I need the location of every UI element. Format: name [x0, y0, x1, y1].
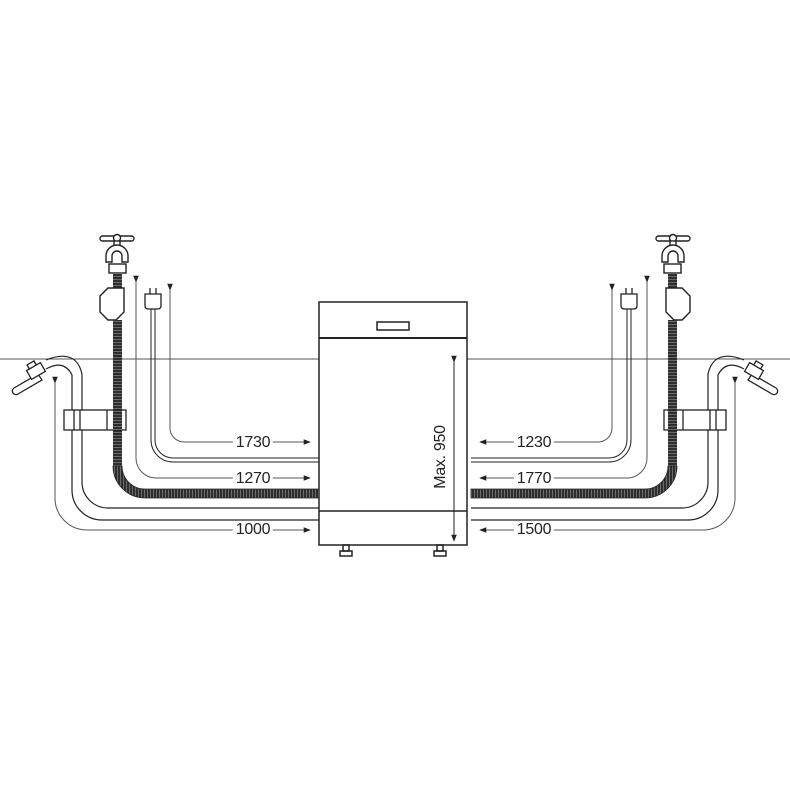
right-inlet-hose-length: 1770	[513, 471, 555, 487]
inlet-hose-right	[668, 273, 677, 293]
foot-right	[436, 544, 444, 552]
water-tap-right-icon	[655, 233, 691, 274]
aquastop-valve-right	[665, 287, 691, 321]
dimension-lines-right	[479, 275, 738, 533]
aquastop-valve-left	[99, 287, 125, 321]
dishwasher-body	[318, 301, 468, 557]
left-power-cable-length: 1730	[232, 435, 274, 451]
max-height-label: Max. 950	[432, 425, 449, 489]
power-plug-right-icon	[620, 288, 638, 310]
drain-nozzle-left-icon	[11, 360, 47, 396]
water-tap-left-icon	[99, 233, 135, 274]
power-plug-left-icon	[144, 288, 162, 310]
right-drain-hose-length: 1500	[513, 522, 555, 538]
inlet-hose-left	[113, 273, 122, 293]
left-inlet-hose-length: 1270	[232, 471, 274, 487]
right-power-cable-length: 1230	[513, 435, 555, 451]
left-drain-hose-length: 1000	[232, 522, 274, 538]
foot-left	[342, 544, 350, 552]
drain-nozzle-right-icon	[743, 360, 779, 396]
dimension-lines-left	[52, 275, 311, 533]
control-panel-handle	[376, 321, 410, 331]
